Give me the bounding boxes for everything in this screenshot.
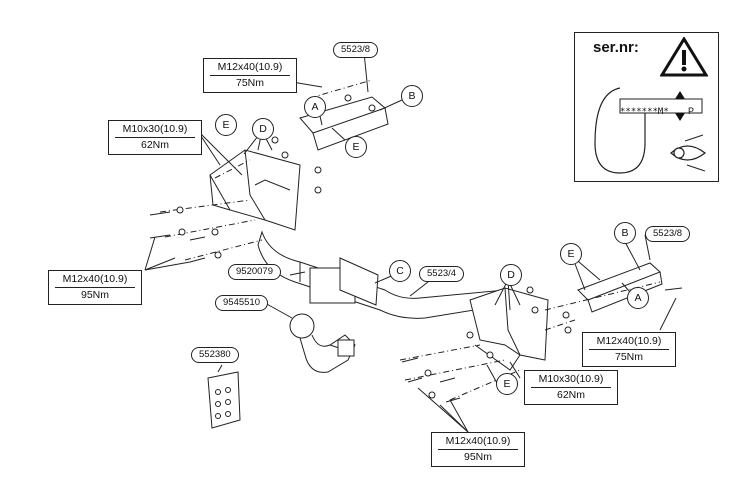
callout-a-left: A <box>304 96 326 118</box>
bolt-spec: M12x40(10.9) <box>210 61 290 76</box>
part-label-5523-8-right: 5523/8 <box>645 226 691 242</box>
torque-label-right-middle: M10x30(10.9) 62Nm <box>524 370 618 405</box>
serial-code: *******M* <box>620 107 669 117</box>
callout-e-right-plate: E <box>560 243 582 265</box>
torque-label-left-lower: M12x40(10.9) 95Nm <box>48 270 142 305</box>
torque-value: 95Nm <box>80 289 109 301</box>
torque-label-bottom: M12x40(10.9) 95Nm <box>431 432 525 467</box>
bolt-spec: M12x40(10.9) <box>438 435 518 450</box>
bolt-spec: M12x40(10.9) <box>55 273 135 288</box>
callout-e-left: E <box>215 114 237 136</box>
part-label-5523-4: 5523/4 <box>419 266 465 282</box>
left-bolts <box>149 211 206 263</box>
torque-label-left-upper: M10x30(10.9) 62Nm <box>108 120 202 155</box>
bolt-spec: M10x30(10.9) <box>531 373 611 388</box>
tow-ball-neck <box>289 313 356 373</box>
torque-value: 75Nm <box>235 77 264 89</box>
callout-a-right: A <box>627 287 649 309</box>
callout-b-left: B <box>401 85 423 107</box>
warning-triangle-icon <box>660 37 708 77</box>
serial-number-box: ser.nr: *******M* P <box>574 32 719 182</box>
eye-icon <box>670 134 706 172</box>
torque-value: 95Nm <box>463 451 492 463</box>
leader-lines <box>144 51 677 433</box>
part-label-9545510: 9545510 <box>215 295 268 311</box>
callout-b-right: B <box>614 222 636 244</box>
right-bracket <box>469 287 549 371</box>
part-label-552380: 552380 <box>191 347 239 363</box>
main-cross-beam <box>257 230 506 319</box>
torque-label-top-left: M12x40(10.9) 75Nm <box>203 58 297 93</box>
serial-p: P <box>688 106 695 116</box>
torque-value: 75Nm <box>614 351 643 363</box>
bolt-spec: M12x40(10.9) <box>589 335 669 350</box>
torque-value: 62Nm <box>556 389 585 401</box>
bolt-spec: M10x30(10.9) <box>115 123 195 138</box>
left-bracket <box>209 149 301 231</box>
torque-value: 62Nm <box>140 139 169 151</box>
callout-d-left: D <box>252 118 274 140</box>
callout-c: C <box>389 260 411 282</box>
right-bolts <box>401 287 683 403</box>
torque-label-right-upper: M12x40(10.9) 75Nm <box>582 332 676 367</box>
callout-e-right: E <box>496 373 518 395</box>
part-label-9520079: 9520079 <box>228 264 281 280</box>
part-label-5523-8-left: 5523/8 <box>333 42 379 58</box>
callout-e-left-plate: E <box>345 136 367 158</box>
socket-plate <box>207 371 241 429</box>
tow-bar-outline-icon <box>594 87 703 174</box>
right-top-plate <box>577 262 663 313</box>
callout-d-right: D <box>500 264 522 286</box>
serial-title: ser.nr: <box>593 39 639 56</box>
